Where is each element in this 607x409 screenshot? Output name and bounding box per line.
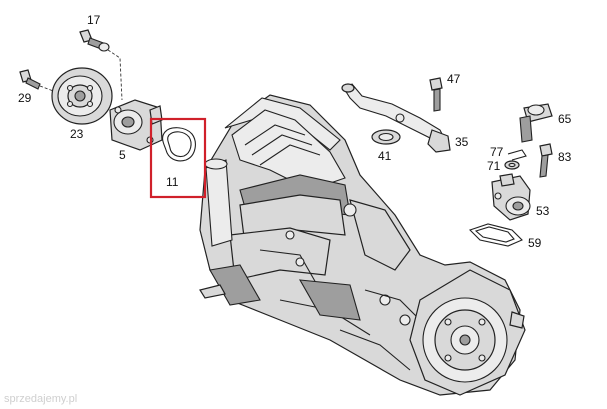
engine-assembly [199, 94, 526, 396]
callout-65: 65 [558, 112, 572, 126]
part-47-bolt [429, 77, 443, 112]
callout-35: 35 [455, 135, 469, 149]
part-59-gasket [468, 223, 523, 247]
part-5-water-pump [109, 99, 163, 151]
callout-83: 83 [558, 150, 572, 164]
callout-53: 53 [536, 204, 550, 218]
watermark: sprzedajemy.pl [4, 393, 77, 405]
part-53-thermostat-housing [491, 173, 531, 221]
part-41-seal [371, 129, 401, 145]
part-11-highlight-box [149, 117, 207, 199]
part-71-o-ring [504, 160, 520, 170]
part-17-bolt [79, 29, 123, 101]
callout-77: 77 [490, 145, 504, 159]
part-35-coolant-pipe [341, 83, 451, 153]
part-23-pulley [51, 67, 113, 125]
part-83-bolt [539, 143, 553, 178]
callout-17: 17 [87, 13, 101, 27]
part-29-bolt [19, 69, 57, 93]
callout-41: 41 [378, 149, 392, 163]
part-65-sensor [519, 103, 553, 143]
callout-5: 5 [119, 148, 126, 162]
part-11-gasket [162, 127, 196, 162]
part-77-clip [507, 149, 527, 161]
callout-23: 23 [70, 127, 84, 141]
callout-11: 11 [166, 175, 179, 189]
callout-59: 59 [528, 236, 542, 250]
callout-29: 29 [18, 91, 32, 105]
callout-71: 71 [487, 159, 501, 173]
callout-47: 47 [447, 72, 461, 86]
